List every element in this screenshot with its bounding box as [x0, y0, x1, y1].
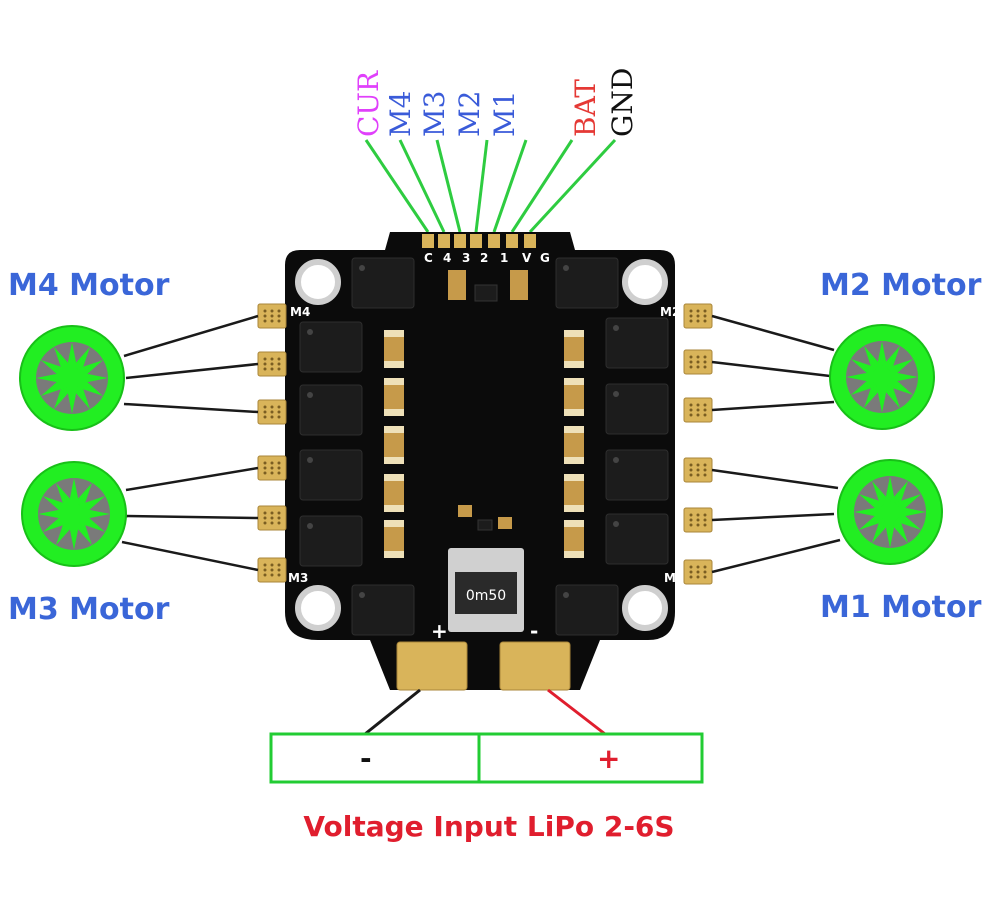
pin-label-m2: M2 — [453, 91, 486, 137]
motor-wires — [121, 314, 841, 574]
signal-pads — [422, 234, 536, 248]
pin-label-m3: M3 — [418, 91, 451, 137]
negative-lead — [364, 688, 421, 736]
motor-pads-left — [257, 303, 287, 583]
pad-label-2: 2 — [480, 251, 488, 265]
negative-terminal-label: - — [360, 742, 372, 775]
silk-m3: M3 — [288, 571, 308, 585]
mounting-holes — [295, 259, 668, 631]
pad-label-3: 3 — [462, 251, 470, 265]
shunt-resistor: 0m50 — [448, 548, 524, 632]
motor-label-m1: M1 Motor — [820, 590, 982, 625]
motor-m2 — [829, 324, 935, 430]
signal-pin-labels: CUR M4 M3 M2 M1 BAT GND — [352, 68, 639, 137]
positive-lead — [547, 688, 606, 736]
wire-m4 — [398, 139, 446, 233]
silk-minus: - — [530, 619, 538, 643]
motor-m3 — [21, 461, 127, 567]
motor-m1 — [837, 459, 943, 565]
silk-m4: M4 — [290, 305, 310, 319]
wire-cur — [364, 139, 430, 233]
silk-m2: M2 — [660, 305, 680, 319]
wire-bat — [510, 139, 574, 233]
positive-terminal-label: + — [597, 742, 620, 775]
silk-plus: + — [431, 619, 448, 643]
wire-m1 — [492, 139, 528, 233]
pin-label-m1: M1 — [488, 91, 521, 137]
pad-label-g: G — [540, 251, 550, 265]
power-connector-box: - + — [269, 732, 704, 784]
esc-board: C 4 3 2 1 V G — [257, 232, 713, 691]
signal-wires — [364, 138, 617, 234]
motor-m4 — [19, 325, 125, 431]
pad-label-1: 1 — [500, 251, 508, 265]
pad-label-c: C — [424, 251, 433, 265]
pad-label-4: 4 — [443, 251, 451, 265]
motor-label-m3: M3 Motor — [8, 592, 170, 627]
pad-label-v: V — [522, 251, 532, 265]
silk-m1: M1 — [664, 571, 684, 585]
motor-label-m2: M2 Motor — [820, 268, 982, 303]
pin-label-cur: CUR — [352, 70, 385, 137]
wire-m2 — [474, 139, 489, 233]
motor-pads-right — [683, 303, 713, 585]
signal-pad-labels: C 4 3 2 1 V G — [424, 251, 550, 265]
wire-m3 — [435, 139, 462, 233]
pin-label-gnd: GND — [606, 68, 639, 137]
motor-label-m4: M4 Motor — [8, 268, 170, 303]
power-pads — [396, 641, 571, 691]
pin-label-m4: M4 — [384, 91, 417, 137]
wire-gnd — [528, 138, 617, 234]
voltage-input-caption: Voltage Input LiPo 2-6S — [303, 810, 674, 843]
pin-label-bat: BAT — [569, 79, 602, 137]
shunt-resistor-label: 0m50 — [466, 588, 506, 604]
